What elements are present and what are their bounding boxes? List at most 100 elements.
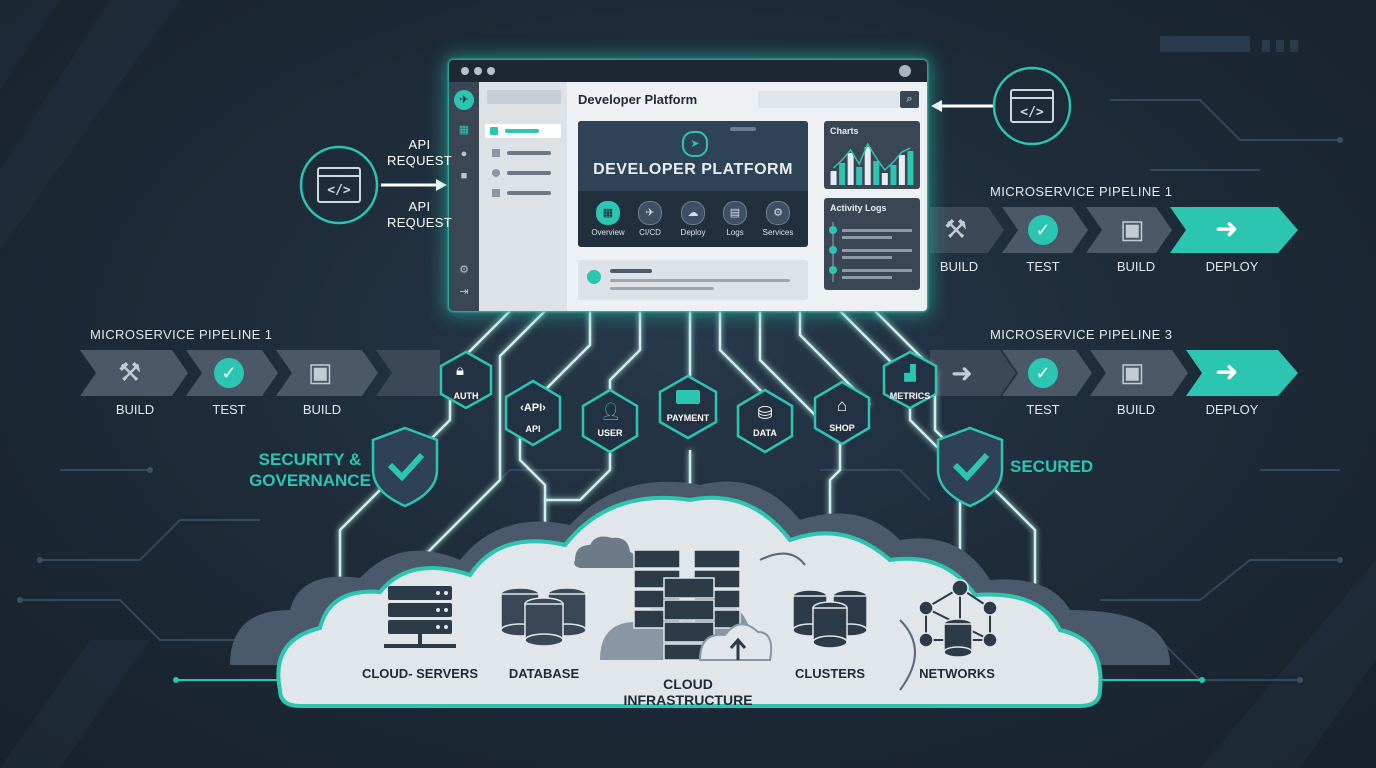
mini-chart-bar <box>873 161 880 185</box>
nav-cicd[interactable]: ✈ CI/CD <box>630 201 670 237</box>
search-input[interactable] <box>758 91 899 108</box>
nav-overview[interactable]: ▦ Overview <box>588 201 628 237</box>
overview-icon: ▦ <box>596 201 620 225</box>
sidebar <box>479 82 567 311</box>
api-request-label: API REQUEST <box>387 137 452 168</box>
notification-card[interactable] <box>578 260 808 300</box>
step-label: TEST <box>212 402 246 417</box>
step-label: DEPLOY <box>1205 259 1259 274</box>
arrow-right-icon: ➜ <box>1215 213 1239 244</box>
search-icon[interactable]: ⌕ <box>900 91 919 108</box>
nav-services[interactable]: ⚙ Services <box>758 201 798 237</box>
networks-label: NETWORKS <box>919 666 995 681</box>
nav-deploy[interactable]: ☁ Deploy <box>673 201 713 237</box>
log-line <box>842 256 892 259</box>
pipeline-title: MICROSERVICE PIPELINE 1 <box>990 184 1173 199</box>
page-title: Developer Platform <box>578 92 698 107</box>
api-request-label: API REQUEST <box>387 199 452 230</box>
hero-title: DEVELOPER PLATFORM <box>593 161 793 178</box>
window-titlebar <box>449 60 927 82</box>
svg-text:</>: </> <box>1020 105 1044 120</box>
sidebar-item-active[interactable] <box>485 124 561 138</box>
hero-banner: ➤ <box>578 121 808 191</box>
check-icon: ✓ <box>1028 358 1058 388</box>
package-icon: ▣ <box>308 357 333 387</box>
nav-services-label: Services <box>762 228 794 237</box>
cicd-icon: ✈ <box>638 201 662 225</box>
nav-cicd-label: CI/CD <box>639 228 661 237</box>
log-line <box>842 249 912 252</box>
logout-icon[interactable]: ⇥ <box>459 286 469 298</box>
sidebar-item-label <box>505 129 539 133</box>
step-label: BUILD <box>115 402 155 417</box>
hammer-icon: ⚒ <box>118 357 142 387</box>
pipeline-title: MICROSERVICE PIPELINE 3 <box>990 327 1173 342</box>
hex-label-data: DATA <box>753 428 777 438</box>
window-dot[interactable] <box>461 67 469 75</box>
rocket-logo-icon: ✈ <box>454 90 474 110</box>
hammer-icon: ⚒ <box>944 214 968 244</box>
box-icon <box>492 189 500 197</box>
mini-chart-bar <box>847 153 854 185</box>
nav-logs[interactable]: ▤ Logs <box>715 201 755 237</box>
mini-chart-bar <box>830 171 837 185</box>
hex-label-shop: SHOP <box>829 423 855 433</box>
mini-chart-bar <box>907 151 914 185</box>
hero-menu-bar <box>730 127 756 131</box>
grid-icon[interactable]: ▦ <box>458 124 470 136</box>
window-status-icon[interactable] <box>899 65 911 77</box>
mini-chart-bar <box>898 155 905 185</box>
sidebar-item[interactable] <box>487 186 561 200</box>
clusters-label: CLUSTERS <box>794 666 866 681</box>
sidebar-item-label <box>507 191 551 195</box>
user-icon: 👤︎ <box>600 402 622 421</box>
notice-line <box>610 269 652 273</box>
mini-chart-bar <box>881 173 888 185</box>
users-icon[interactable]: ● <box>460 148 468 160</box>
log-dot-icon <box>829 246 837 254</box>
pipeline-title: MICROSERVICE PIPELINE 1 <box>90 327 273 342</box>
sidebar-item[interactable] <box>487 166 561 180</box>
check-icon: ✓ <box>1028 215 1058 245</box>
log-line <box>842 229 912 232</box>
document-icon: ▤ <box>723 201 747 225</box>
lock-icon: 🔒︎ <box>456 362 464 379</box>
window-dot[interactable] <box>487 67 495 75</box>
mini-chart-bar <box>890 165 897 185</box>
charts-panel[interactable]: Charts <box>824 121 920 189</box>
gear-icon[interactable]: ⚙ <box>459 264 469 276</box>
fan-icon <box>492 169 500 177</box>
shop-icon: ⌂ <box>836 396 848 415</box>
step-label: BUILD <box>1116 402 1156 417</box>
notice-line <box>610 287 714 290</box>
sidebar-item-label <box>507 171 551 175</box>
log-dot-icon <box>829 266 837 274</box>
folder-icon[interactable]: ■ <box>460 170 468 182</box>
arrow-right-icon: ➜ <box>1215 356 1239 387</box>
hex-label-api: API <box>525 424 541 434</box>
gear-icon: ⚙ <box>766 201 790 225</box>
nav-overview-label: Overview <box>591 228 625 237</box>
activity-logs-panel[interactable]: Activity Logs <box>824 198 920 290</box>
developer-platform-window: ✈ ▦ ● ■ ⚙ ⇥ Deve <box>449 60 927 311</box>
hex-label-payment: PAYMENT <box>666 413 710 423</box>
mini-chart-trendline <box>833 142 911 172</box>
window-dot[interactable] <box>474 67 482 75</box>
sidebar-placeholder-bar <box>487 90 561 104</box>
rocket-icon: ➤ <box>682 131 708 157</box>
hero-card: ➤ DEVELOPER PLATFORM ▦ Overview ✈ CI/CD … <box>578 121 808 247</box>
mini-chart-bar <box>864 147 871 185</box>
step-label: BUILD <box>1116 259 1156 274</box>
hex-label-auth: AUTH <box>453 391 479 401</box>
arrow-right-icon: ➜ <box>951 358 973 388</box>
sidebar-item[interactable] <box>487 146 561 160</box>
log-line <box>842 276 892 279</box>
cloud-servers-label: CLOUD- SERVERS <box>361 666 479 681</box>
activity-logs-title: Activity Logs <box>830 203 887 213</box>
cloud-infrastructure-label: CLOUD INFRASTRUCTURE <box>623 676 753 708</box>
step-label: DEPLOY <box>1205 402 1259 417</box>
step-label: BUILD <box>302 402 342 417</box>
hex-label-metrics: METRICS <box>889 391 931 401</box>
nav-deploy-label: Deploy <box>680 228 706 237</box>
